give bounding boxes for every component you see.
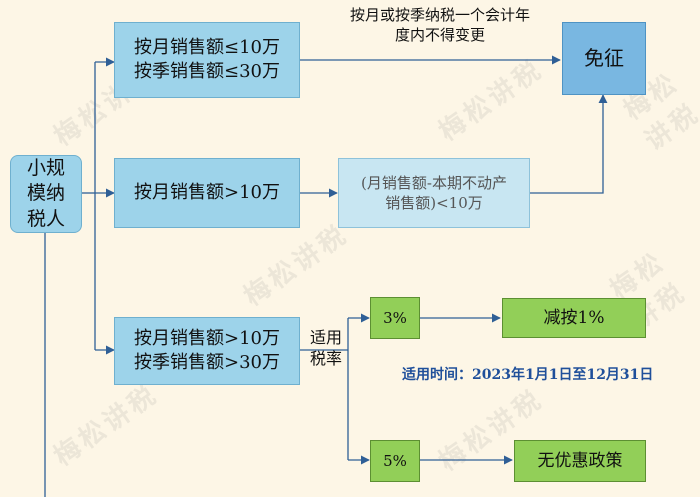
rate-label-line-1: 适用 <box>309 328 342 347</box>
root-line-1: 小规 <box>26 156 65 179</box>
condition-line-1: (月销售额-本期不动产 <box>361 173 507 192</box>
condition-node: (月销售额-本期不动产 销售额)<10万 <box>338 158 530 228</box>
branch2-label: 按月销售额>10万 <box>134 181 280 203</box>
no-policy-label: 无优惠政策 <box>537 450 623 471</box>
branch-monthly-over: 按月销售额>10万 <box>114 158 300 228</box>
branch-monthly-quarterly-low: 按月销售额≤10万 按季销售额≤30万 <box>114 22 300 98</box>
rate-3-node: 3% <box>370 297 420 339</box>
no-policy-node: 无优惠政策 <box>514 440 646 482</box>
exempt-note: 按月或按季纳税一个会计年 度内不得变更 <box>320 6 560 45</box>
root-line-3: 税人 <box>26 207 65 230</box>
exempt-note-line-1: 按月或按季纳税一个会计年 <box>349 6 530 24</box>
rate-label-line-2: 税率 <box>309 348 342 368</box>
connector-condition-exempt <box>530 94 608 194</box>
rate5-label: 5% <box>383 451 407 470</box>
rate-5-node: 5% <box>370 440 420 482</box>
root-node: 小规 模纳 税人 <box>10 155 82 233</box>
exempt-label: 免征 <box>584 46 624 70</box>
branch-monthly-quarterly-high: 按月销售额>10万 按季销售额>30万 <box>114 317 300 385</box>
branch1-line-1: 按月销售额≤10万 <box>134 36 280 58</box>
branch3-line-2: 按季销售额>30万 <box>134 352 280 373</box>
period-note-text: 适用时间：2023年1月1日至12月31日 <box>402 367 654 383</box>
exempt-node: 免征 <box>562 22 646 95</box>
branch3-line-1: 按月销售额>10万 <box>134 327 280 349</box>
rate3-label: 3% <box>383 308 407 327</box>
branch1-line-2: 按季销售额≤30万 <box>134 61 280 82</box>
exempt-note-line-2: 度内不得变更 <box>394 25 485 44</box>
condition-line-2: 销售额)<10万 <box>385 194 483 212</box>
rate-label: 适用 税率 <box>306 328 346 370</box>
root-line-2: 模纳 <box>26 182 65 205</box>
period-note: 适用时间：2023年1月1日至12月31日 <box>402 366 692 384</box>
reduce-label: 减按1% <box>543 307 605 328</box>
reduce-node: 减按1% <box>502 298 646 338</box>
